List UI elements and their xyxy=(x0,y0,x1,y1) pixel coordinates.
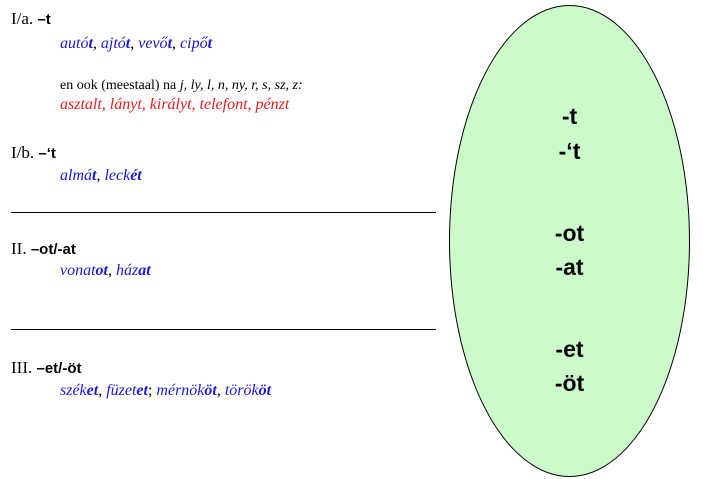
example-word: füzetet xyxy=(106,382,148,399)
suffix-oval xyxy=(449,5,690,477)
heading-3-label: III. xyxy=(11,358,33,377)
oval-suffix-ot: -ot xyxy=(554,220,585,246)
example-word: vonatot xyxy=(60,262,108,279)
example-word: cipőt xyxy=(180,35,213,52)
oval-suffix-apostrophe-t: -‘t xyxy=(558,138,581,164)
example-word: vevőt xyxy=(138,35,173,52)
note-1a: en ook (meestaal) na j, ly, l, n, ny, r,… xyxy=(60,78,303,94)
divider-2 xyxy=(11,329,436,330)
example-word: almát xyxy=(60,167,97,184)
note-1a-prefix: en ook (meestaal) na xyxy=(60,78,180,93)
oval-suffix-t: -t xyxy=(561,103,578,129)
heading-2-suffix: –ot/-at xyxy=(30,241,76,258)
heading-1b-label: I/b. xyxy=(11,143,35,162)
heading-1a-label: I/a. xyxy=(11,9,34,28)
example-word: törököt xyxy=(224,382,272,399)
heading-2-label: II. xyxy=(11,239,27,258)
note-1a-letters: j, ly, l, n, ny, r, s, sz, z: xyxy=(179,78,303,93)
heading-1b: I/b. –‘t xyxy=(11,143,56,163)
examples-3: széket, füzetet; mérnököt, törököt xyxy=(60,382,272,399)
heading-1a-suffix: –t xyxy=(37,11,51,28)
divider-1 xyxy=(11,212,436,213)
heading-3-suffix: –et/-öt xyxy=(36,360,82,377)
example-word: leckét xyxy=(104,167,142,184)
example-word: széket xyxy=(60,382,99,399)
examples-2: vonatot, házat xyxy=(60,262,151,279)
example-word: autót xyxy=(60,35,93,52)
red-examples-1a: asztalt, lányt, királyt, telefont, pénzt xyxy=(60,96,290,113)
examples-1b: almát, leckét xyxy=(60,167,142,184)
heading-2: II. –ot/-at xyxy=(11,239,76,259)
heading-1b-suffix: –‘t xyxy=(38,145,56,162)
example-word: mérnököt xyxy=(156,382,217,399)
heading-3: III. –et/-öt xyxy=(11,358,81,378)
oval-suffix-et: -et xyxy=(555,336,584,362)
oval-suffix-ot-umlaut: -öt xyxy=(554,370,585,396)
heading-1a: I/a. –t xyxy=(11,9,51,29)
examples-1a: autót, ajtót, vevőt, cipőt xyxy=(60,35,213,52)
example-word: ajtót xyxy=(100,35,131,52)
oval-suffix-at: -at xyxy=(555,254,584,280)
example-word: házat xyxy=(116,262,151,279)
